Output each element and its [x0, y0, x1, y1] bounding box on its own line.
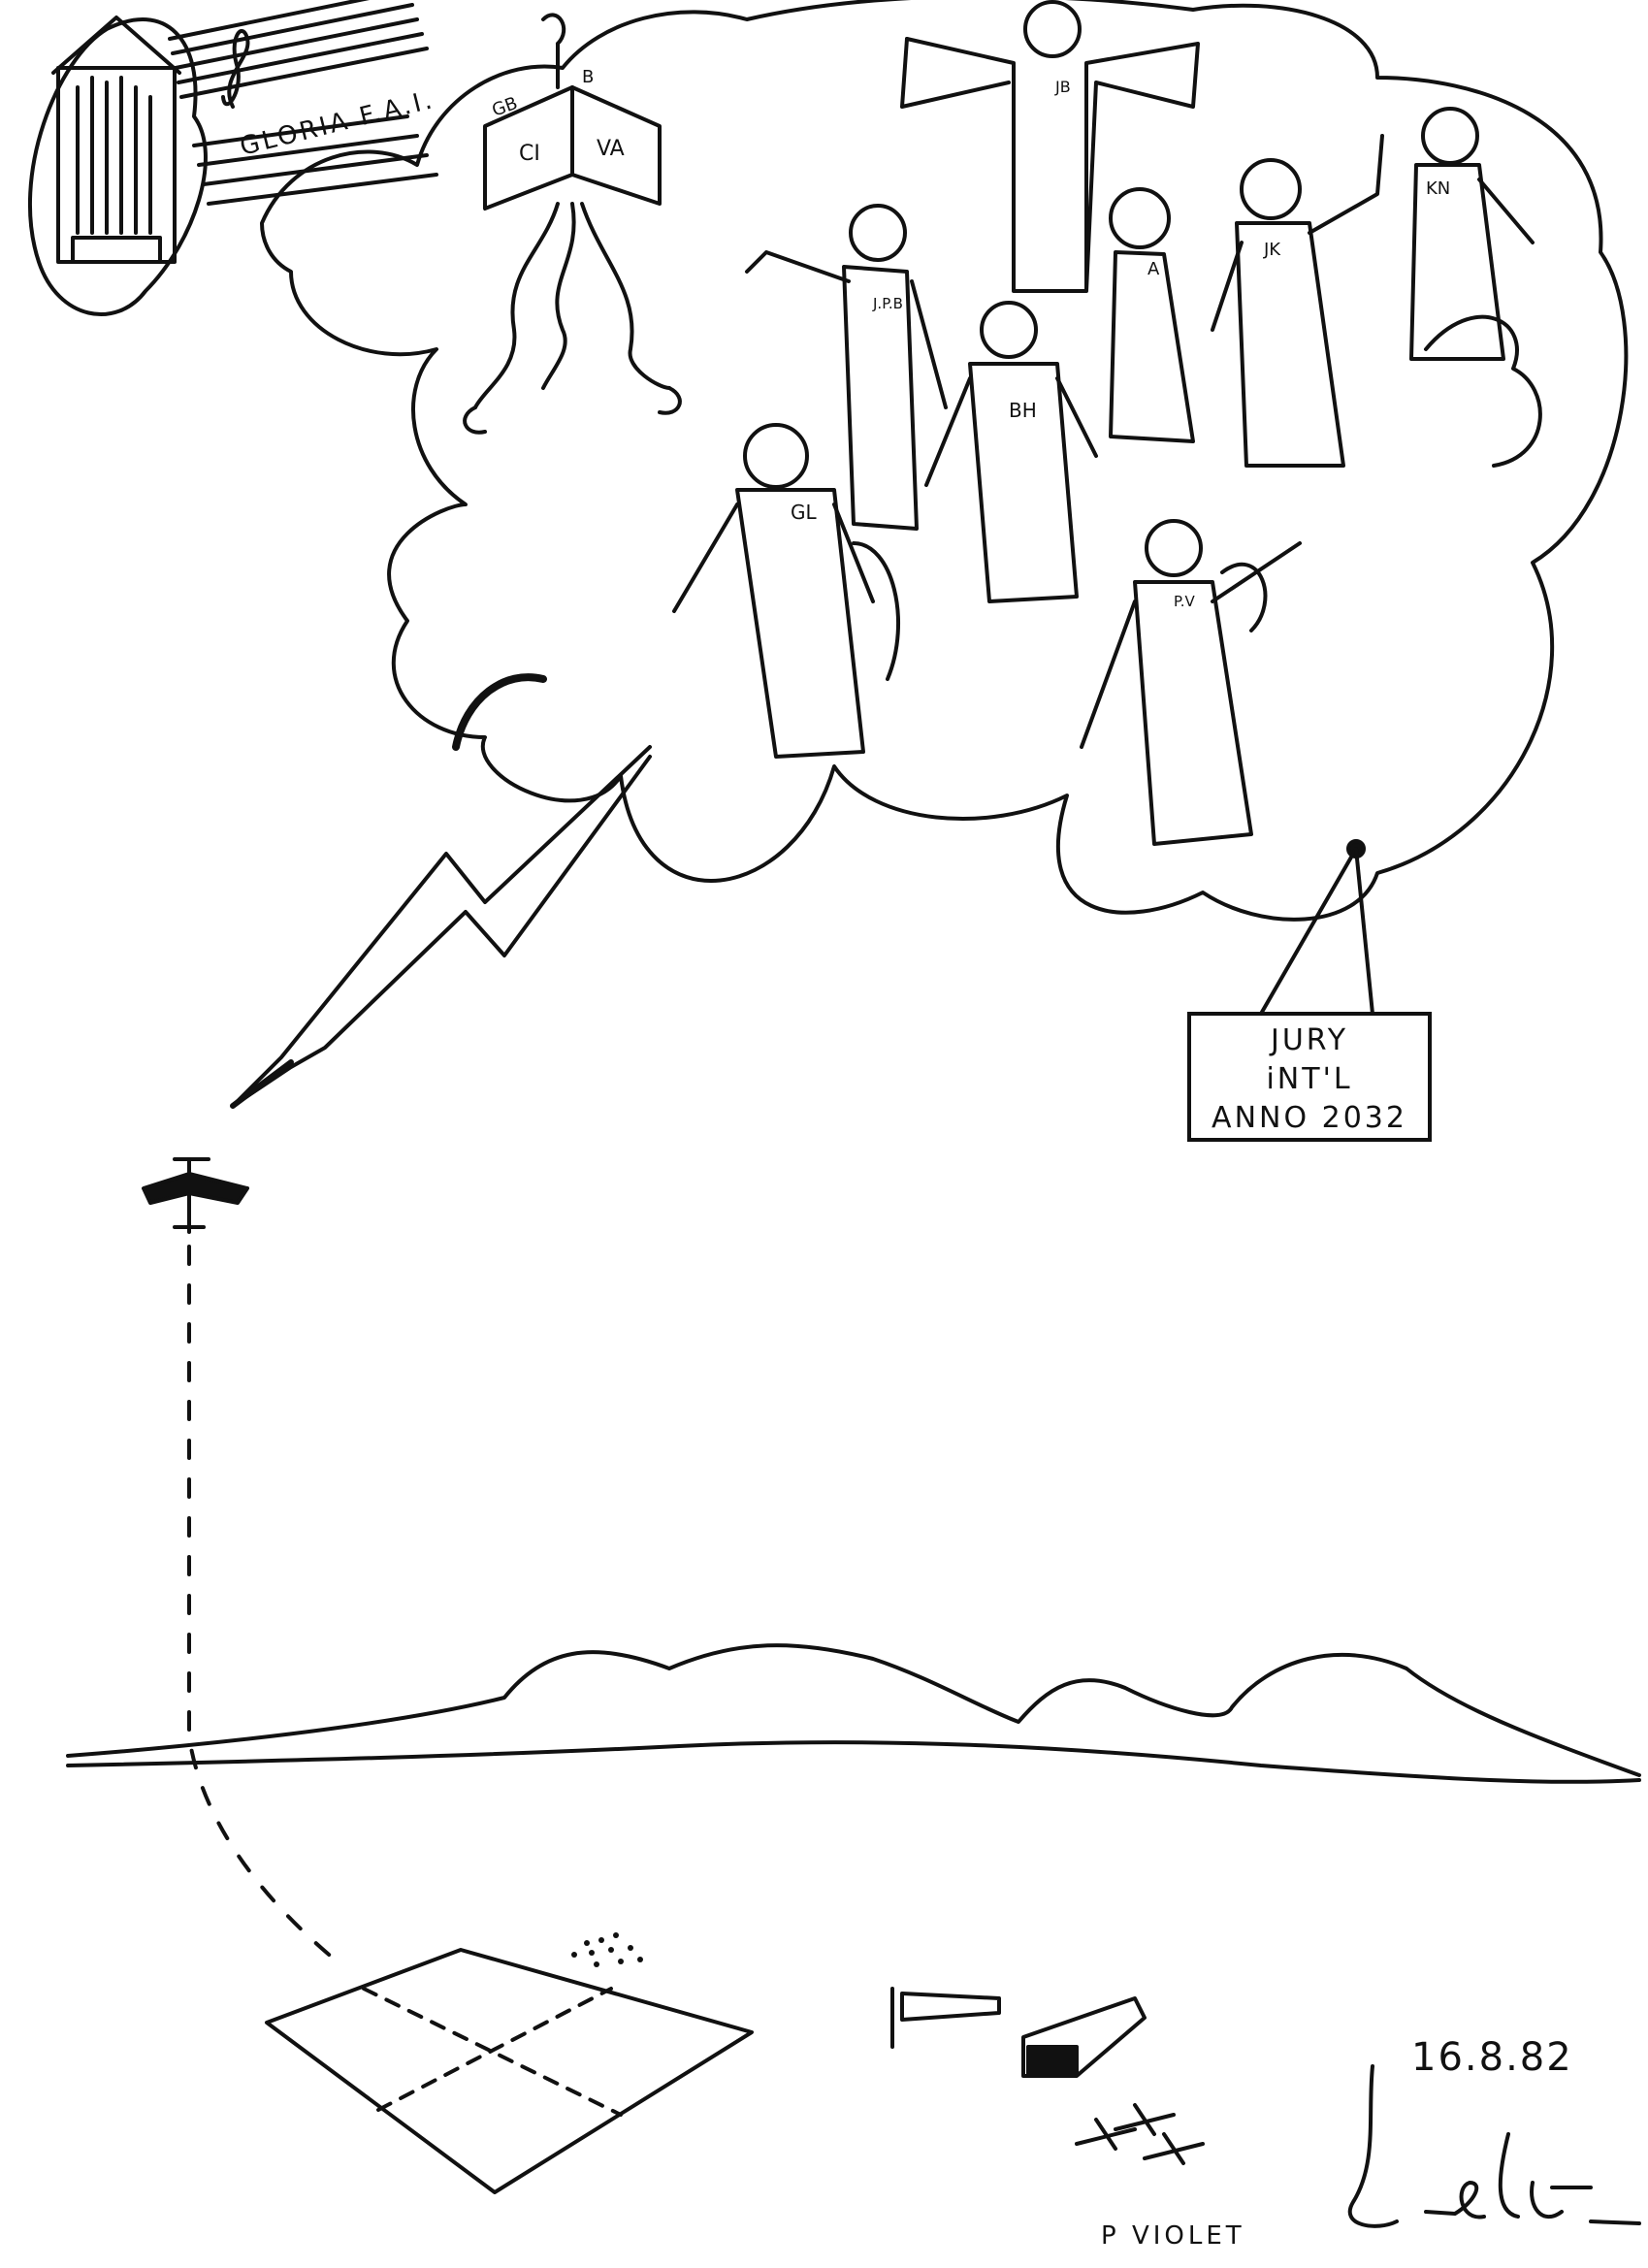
- angel-figures: [672, 0, 1542, 846]
- angel-label: JK: [1263, 240, 1281, 260]
- angel-label: A: [1147, 259, 1160, 279]
- spectators: [571, 1932, 643, 1967]
- parked-gliders: [1075, 2103, 1205, 2165]
- flight-path: [187, 1245, 337, 1961]
- book-page-left: CI: [519, 142, 540, 166]
- glider-icon: [142, 1157, 249, 1234]
- jury-sign-line: ANNO 2032: [1212, 1101, 1407, 1135]
- horizon-hills: [66, 1643, 1641, 1777]
- angel-label: JB: [1054, 78, 1071, 96]
- windsock-icon: [890, 1987, 1001, 2049]
- jury-sign-line: JURY: [1270, 1023, 1349, 1057]
- book-ref: B: [582, 67, 594, 87]
- angel-label: GL: [791, 501, 817, 524]
- angel-label: P.V: [1174, 593, 1195, 610]
- angel-label: KN: [1426, 178, 1450, 199]
- heaven-cloud: [260, 0, 1629, 922]
- landing-grid: [265, 1948, 754, 2194]
- book-label-left: GB: [490, 93, 521, 121]
- book-page-right: VA: [597, 137, 625, 161]
- angel-label: J.P.B: [872, 295, 903, 312]
- lectern-icon: [463, 13, 682, 435]
- gloria-banner: GLORIA F.A.I.: [237, 85, 437, 162]
- hangar-icon: [1021, 1996, 1147, 2078]
- organ-cloud: [28, 17, 208, 316]
- angel-label: BH: [1009, 399, 1037, 422]
- artist-name: P VIOLET: [1101, 2221, 1245, 2251]
- organ-icon: [51, 16, 181, 264]
- jury-sign-line: iNT'L: [1266, 1062, 1353, 1096]
- signature: [1348, 2064, 1641, 2228]
- music-staff-icon: [168, 0, 438, 206]
- lightning-bolt: [231, 745, 652, 1108]
- drawing-date: 16.8.82: [1411, 2035, 1573, 2080]
- jury-sign: JURY iNT'L ANNO 2032: [1187, 1012, 1432, 1142]
